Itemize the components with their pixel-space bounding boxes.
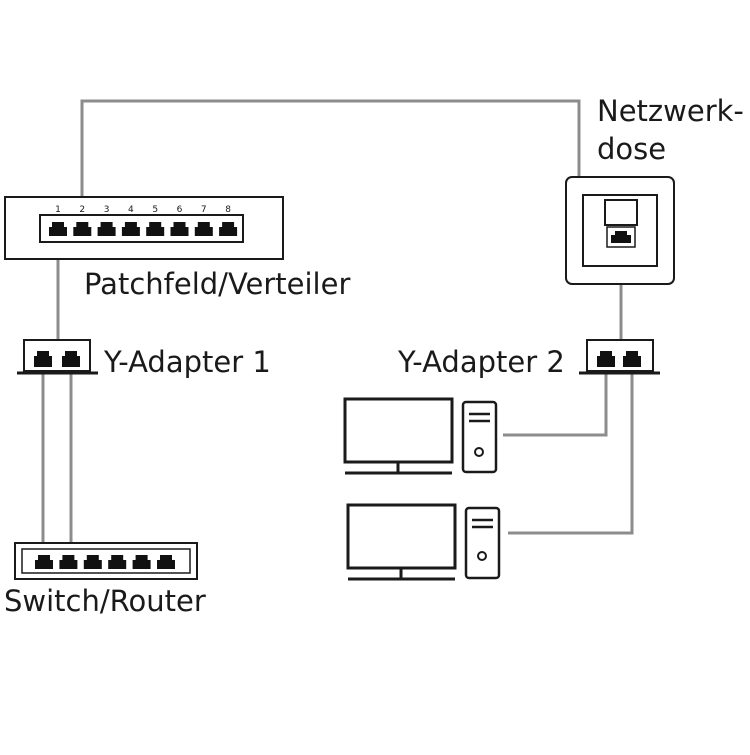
- patch-panel-port-number: 4: [128, 205, 134, 215]
- switch-port-icon: [83, 555, 102, 569]
- monitor-icon: [346, 503, 457, 581]
- wall-socket-label-line2: dose: [597, 132, 666, 166]
- patch-panel-port-6-icon: [170, 222, 189, 236]
- y-adapter-2-port-left-icon: [597, 351, 615, 367]
- patch-panel-port-number: 6: [177, 205, 183, 215]
- patch-panel-port-number: 2: [79, 205, 85, 215]
- monitor-icon: [343, 397, 454, 475]
- patch-panel-port-number: 8: [225, 205, 231, 215]
- patch-panel-port-4-icon: [121, 222, 140, 236]
- pc-tower-icon: [464, 506, 501, 580]
- pc-tower-icon: [461, 400, 498, 474]
- switch-router: [14, 542, 198, 580]
- wall-socket-port-icon: [611, 231, 631, 243]
- y-adapter-1: [17, 339, 98, 375]
- wall-socket: [565, 176, 675, 285]
- patch-panel-port-8-icon: [219, 222, 238, 236]
- patch-panel-port-1-icon: [49, 222, 67, 236]
- y-adapter-2-label: Y-Adapter 2: [397, 345, 565, 379]
- cable-y-adapter-2-left-to-pc-1: [503, 368, 608, 437]
- patch-panel-port-number: 7: [201, 205, 207, 215]
- patch-panel-label: Patchfeld/Verteiler: [84, 267, 350, 301]
- switch-port-icon: [157, 555, 175, 569]
- patch-panel-port-3-icon: [97, 222, 116, 236]
- switch-port-icon: [108, 555, 127, 569]
- wall-socket-label-line1: Netzwerk-: [597, 94, 744, 128]
- switch-port-icon: [35, 555, 53, 569]
- switch-port-icon: [59, 555, 78, 569]
- patch-panel-port-number: 5: [152, 205, 158, 215]
- cables: [41, 99, 634, 565]
- patch-panel-port-number: 3: [104, 205, 110, 215]
- patch-panel-port-7-icon: [194, 222, 213, 236]
- cable-panel-port2-to-wall-socket: [80, 99, 581, 225]
- cable-y-adapter-2-right-to-pc-2: [508, 368, 634, 535]
- patch-panel-port-number: 1: [55, 205, 61, 215]
- switch-ports: [35, 555, 175, 569]
- patch-panel: 1 2 3 4 5 6 7 8: [4, 196, 284, 260]
- patch-panel-port-5-icon: [146, 222, 165, 236]
- switch-router-label: Switch/Router: [4, 584, 206, 618]
- computer-2: [346, 503, 501, 581]
- computer-1: [343, 397, 498, 475]
- y-adapter-2: [579, 339, 660, 375]
- patch-panel-port-2-icon: [73, 222, 92, 236]
- y-adapter-1-port-left-icon: [34, 351, 52, 367]
- socket-shutter: [604, 199, 638, 226]
- patch-panel-ports: 1 2 3 4 5 6 7 8: [49, 205, 238, 236]
- y-adapter-2-port-right-icon: [623, 351, 641, 367]
- switch-port-icon: [132, 555, 151, 569]
- y-adapter-1-label: Y-Adapter 1: [103, 345, 271, 379]
- y-adapter-1-port-right-icon: [62, 351, 80, 367]
